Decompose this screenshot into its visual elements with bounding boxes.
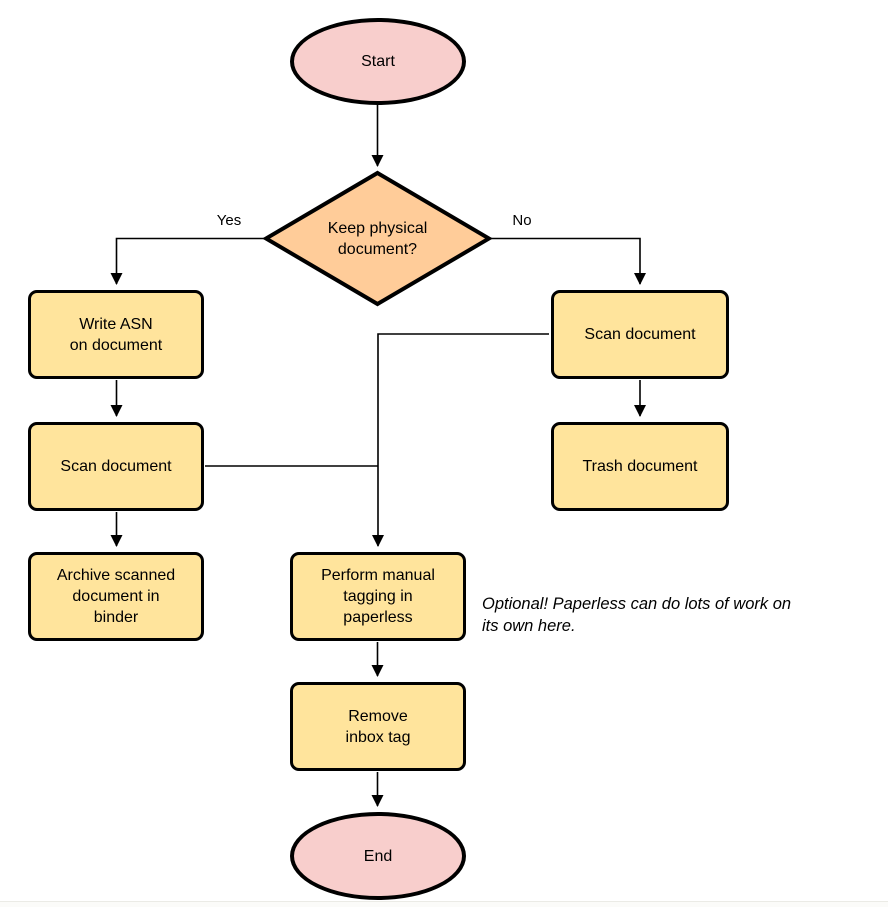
node-end: End (290, 812, 466, 900)
edge-label-no: No (512, 212, 532, 229)
node-remove-inbox-tag-label: Remove inbox tag (345, 707, 411, 746)
edge-decision-scan-right (491, 237, 646, 285)
node-write-asn-label: Write ASN on document (69, 315, 163, 354)
node-manual-tagging-label: Perform manual tagging in paperless (321, 567, 435, 626)
node-write-asn: Write ASN on document (28, 290, 204, 379)
node-end-label: End (363, 847, 393, 865)
node-scan-document-right: Scan document (551, 290, 729, 379)
node-remove-inbox-tag: Remove inbox tag (290, 682, 466, 771)
node-decision-label: Keep physical document? (327, 219, 428, 258)
node-scan-document-left: Scan document (28, 422, 204, 511)
node-start: Start (290, 18, 466, 105)
edge-decision-write-asn (110, 237, 264, 285)
edge-scan-right-tagging (372, 333, 549, 547)
node-scan-document-right-label: Scan document (584, 326, 696, 343)
annotation-optional-note: Optional! Paperless can do lots of work … (482, 595, 792, 635)
node-archive-binder: Archive scanned document in binder (28, 552, 204, 641)
node-manual-tagging: Perform manual tagging in paperless (290, 552, 466, 641)
node-scan-document-left-label: Scan document (60, 458, 172, 475)
node-archive-binder-label: Archive scanned document in binder (56, 567, 176, 626)
node-start-label: Start (361, 53, 395, 70)
page-bottom-edge (0, 901, 888, 907)
node-decision: Keep physical document? (263, 170, 492, 307)
node-trash-document: Trash document (551, 422, 729, 511)
node-trash-document-label: Trash document (582, 458, 698, 475)
edge-label-yes: Yes (216, 212, 242, 229)
node-decision-shape (263, 170, 492, 307)
